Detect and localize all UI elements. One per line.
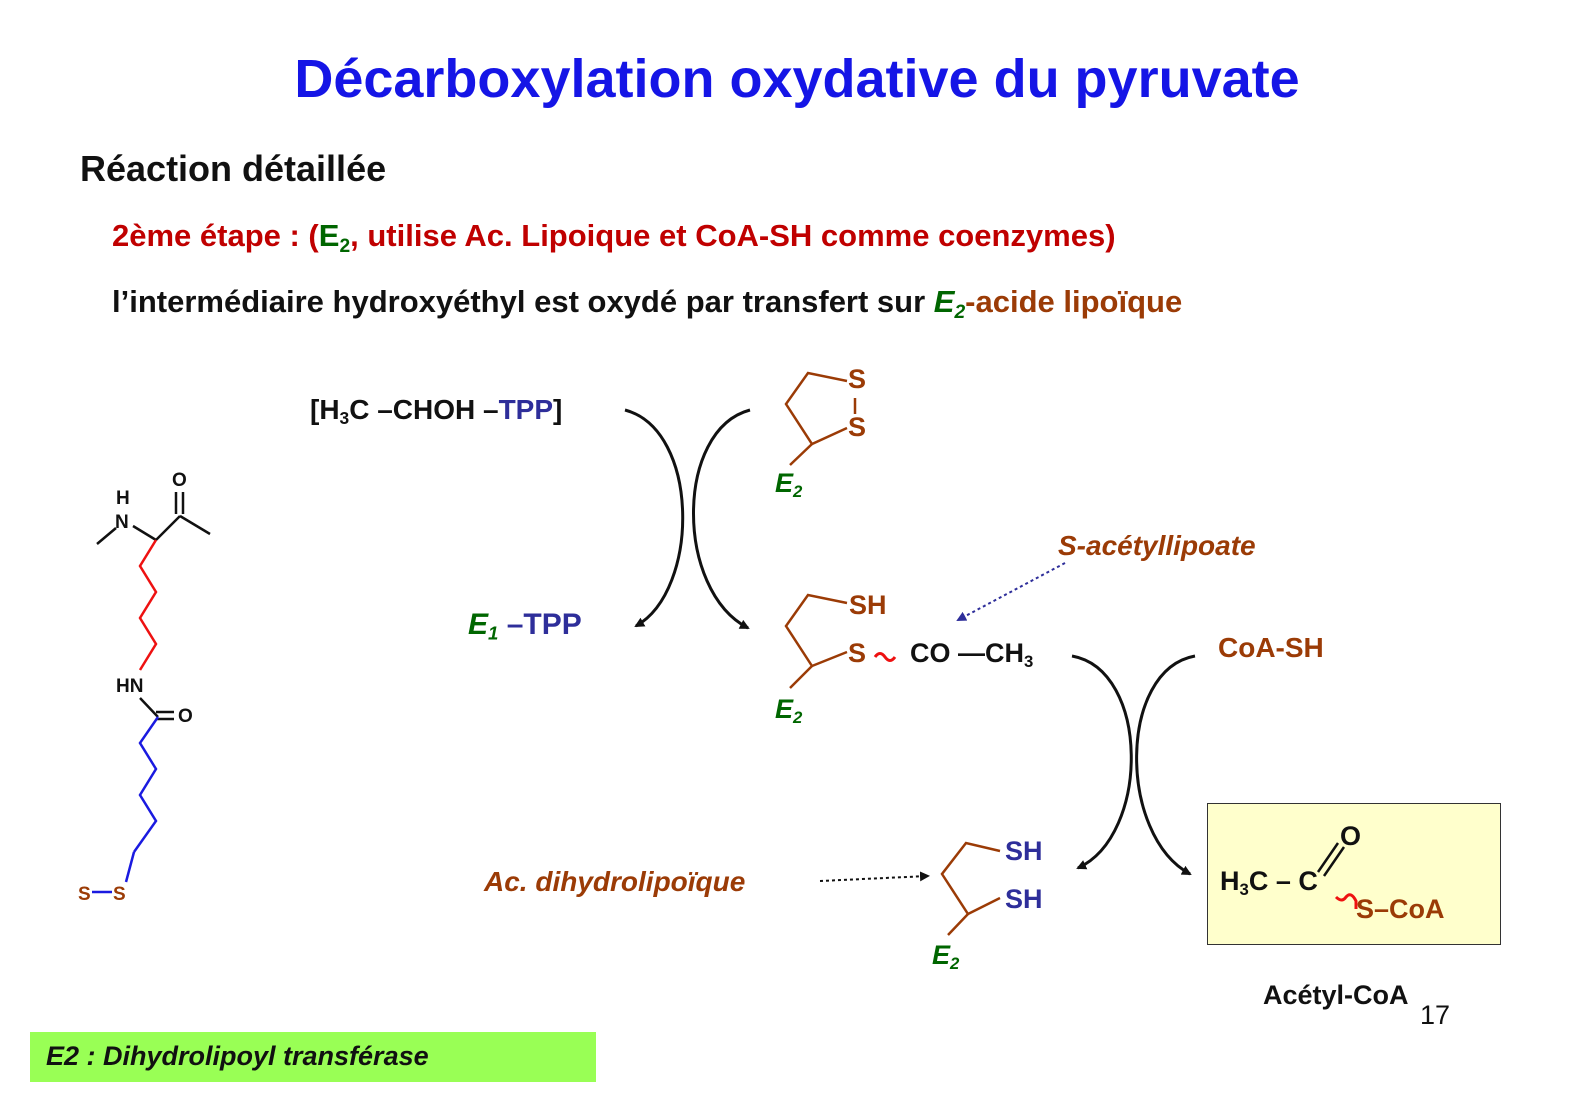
- e1-tpp: E1 –TPP: [468, 608, 582, 644]
- amide-hn-label: HN: [116, 676, 144, 697]
- step-text-1: 2ème étape : (: [112, 218, 319, 253]
- pointer-arrow-acetyllipoate: [956, 562, 1066, 621]
- lipoate-e2-top: E2: [775, 468, 803, 502]
- acetyl-coa-bond-icon: [1334, 893, 1358, 909]
- thioester-bond-icon: [873, 652, 897, 662]
- page-title: Décarboxylation oxydative du pyruvate: [294, 49, 1300, 109]
- dihydro-sh1: SH: [1005, 836, 1043, 866]
- upper-exchange-arrows: [624, 408, 751, 630]
- description-text-1: l’intermédiaire hydroxyéthyl est oxydé p…: [112, 284, 934, 319]
- acetyl-lipoate-e2: E2: [775, 694, 803, 728]
- lysine-h-label: H: [116, 488, 130, 509]
- carbonyl-double-bond-2: [1322, 846, 1346, 877]
- lysine-n-label: N: [115, 512, 129, 533]
- acetyl-coa-s: S–CoA: [1356, 894, 1445, 924]
- acetyl-lipoate-s: S: [848, 638, 867, 668]
- carbonyl-double-bond-1: [1316, 842, 1340, 873]
- lipoyl-lysine-structure: [92, 492, 211, 894]
- dihydrolipoate-ring: [940, 841, 1001, 936]
- acetyl-coa-h3c: H3C – C: [1220, 866, 1318, 900]
- description-line: l’intermédiaire hydroxyéthyl est oxydé p…: [112, 284, 1182, 324]
- lipoate-ring-top: [784, 371, 857, 466]
- page-number: 17: [1420, 1000, 1451, 1030]
- ring-s-left-label: S: [78, 884, 91, 905]
- acetyl-coa-box: [1207, 803, 1501, 945]
- step-line: 2ème étape : (E2, utilise Ac. Lipoique e…: [112, 218, 1116, 258]
- lipoate-s2: S: [848, 412, 867, 442]
- acetyl-lipoate-ring: [784, 593, 848, 689]
- dihydrolipoique-label: Ac. dihydrolipoïque: [484, 866, 746, 897]
- step-enzyme: E2: [318, 218, 351, 257]
- acetyl-lipoate-sh: SH: [849, 590, 887, 620]
- description-text-2: -acide lipoïque: [965, 284, 1183, 319]
- ring-s-right-label: S: [113, 884, 126, 905]
- lower-exchange-arrows: [1071, 654, 1196, 876]
- pointer-arrow-dihydro: [819, 871, 930, 882]
- enzyme-footer: E2 : Dihydrolipoyl transférase: [30, 1032, 596, 1082]
- lipoate-s1: S: [848, 364, 867, 394]
- acetyl-group: CO —CH3: [910, 638, 1034, 672]
- section-heading: Réaction détaillée: [80, 148, 387, 189]
- dihydro-e2: E2: [932, 940, 960, 974]
- coash-label: CoA-SH: [1218, 632, 1324, 663]
- enzyme-footer-text: E2 : Dihydrolipoyl transférase: [46, 1041, 429, 1071]
- dihydro-sh2: SH: [1005, 884, 1043, 914]
- hydroxyethyl-tpp: [H3C –CHOH –TPP]: [310, 394, 563, 429]
- amide-o-label: O: [178, 706, 193, 727]
- acetyl-coa-label: Acétyl-CoA: [1263, 980, 1409, 1010]
- step-text-2: , utilise Ac. Lipoique et CoA-SH comme c…: [350, 218, 1116, 253]
- lysine-o-label: O: [172, 470, 187, 491]
- description-enzyme: E2: [933, 284, 966, 323]
- acetyl-coa-o: O: [1340, 821, 1362, 851]
- s-acetyllipoate-label: S-acétyllipoate: [1058, 530, 1256, 561]
